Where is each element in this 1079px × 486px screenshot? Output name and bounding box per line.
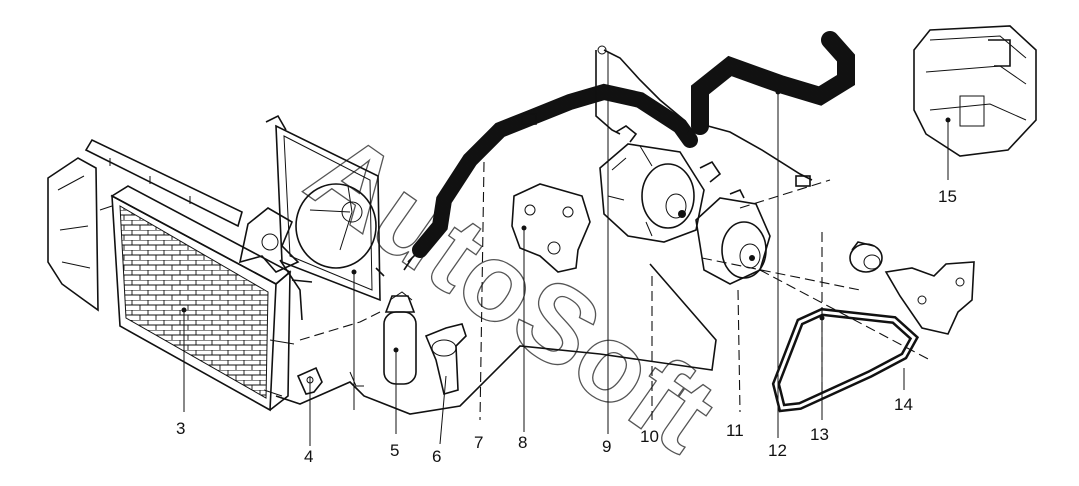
evaporator-unit <box>913 25 1037 157</box>
drive-belt <box>771 307 920 413</box>
top-rail <box>84 138 243 228</box>
callout-labels: 3 4 5 6 7 8 9 10 11 12 13 14 15 <box>176 187 957 466</box>
tensioner-bracket <box>884 261 975 335</box>
callout-15: 15 <box>938 187 957 206</box>
suction-hose <box>691 31 855 187</box>
callout-5: 5 <box>390 441 399 460</box>
cooling-fan <box>238 207 313 321</box>
callout-14: 14 <box>894 395 913 414</box>
callout-leaders <box>181 52 951 446</box>
callout-9: 9 <box>602 437 611 456</box>
idler-pulley <box>849 241 883 273</box>
callout-8: 8 <box>518 433 527 452</box>
left-bracket <box>47 157 99 312</box>
callout-6: 6 <box>432 447 441 466</box>
callout-3: 3 <box>176 419 185 438</box>
callout-7: 7 <box>474 433 483 452</box>
condenser <box>99 185 295 412</box>
fan-shroud <box>265 114 385 302</box>
callout-11: 11 <box>726 421 744 440</box>
callout-13: 13 <box>810 425 829 444</box>
compressor-bracket <box>511 183 591 273</box>
dryer-bracket <box>424 323 467 395</box>
callout-4: 4 <box>304 447 313 466</box>
receiver-dryer <box>383 291 417 385</box>
callout-10: 10 <box>640 427 659 446</box>
discharge-hose <box>403 83 698 271</box>
callout-12: 12 <box>768 441 787 460</box>
liquid-line <box>275 263 717 415</box>
clutch-pulley <box>695 188 771 285</box>
compressor <box>599 125 722 243</box>
